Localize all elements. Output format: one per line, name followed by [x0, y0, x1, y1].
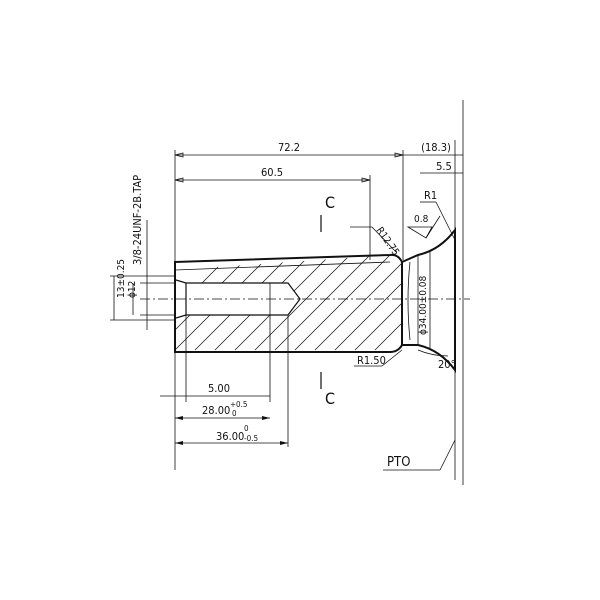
dim-60-5: 60.5	[261, 166, 283, 179]
dim-phi-12: ϕ12	[127, 281, 138, 298]
arrow	[174, 152, 184, 158]
dim-5-5: 5.5	[436, 160, 452, 173]
pto-label: PTO	[387, 455, 410, 470]
dim-5: 5.00	[208, 382, 230, 395]
radius-r1: R1	[424, 189, 437, 202]
surface-finish: 0.8	[414, 214, 429, 225]
dim-36-tol-low: -0.5	[244, 434, 258, 443]
dim-36: 36.00	[216, 430, 244, 443]
dim-28: 28.00	[202, 404, 230, 417]
section-mark-bottom: C	[325, 389, 335, 408]
finish-symbol	[406, 226, 433, 239]
dim-36-tol-up: 0	[244, 424, 249, 433]
arrow	[174, 177, 184, 183]
fillet-leader	[371, 226, 397, 253]
dim-phi-34: ϕ34.00±0.08	[418, 275, 429, 335]
radius-r1-50: R1.50	[357, 354, 386, 367]
r1-50-leader	[381, 349, 403, 367]
dim-72: 72.2	[278, 141, 300, 154]
finish-leader	[425, 215, 441, 239]
arrow	[262, 416, 270, 420]
bore-outline	[175, 279, 301, 319]
fillet-r12-75: R12.75	[374, 225, 401, 258]
dim-28-tol: +0.5	[230, 400, 247, 409]
flange	[401, 227, 456, 373]
flange-curve	[407, 261, 411, 341]
spline-line	[174, 261, 391, 271]
pto-leader	[439, 439, 456, 471]
thread-label: 3/8-24UNF-2B.TAP	[131, 175, 144, 265]
dim-18-3: (18.3)	[421, 141, 451, 154]
arrow	[394, 152, 404, 158]
arrow	[361, 177, 371, 183]
arrow	[280, 441, 288, 445]
angle-20: 20°	[438, 358, 456, 371]
arrow	[175, 441, 183, 445]
section-mark-top: C	[325, 193, 335, 212]
dim-13: 13±0.25	[116, 259, 127, 298]
arrow	[175, 416, 183, 420]
angle-arc	[417, 349, 449, 357]
dim-28-tol-low: 0	[232, 409, 237, 418]
